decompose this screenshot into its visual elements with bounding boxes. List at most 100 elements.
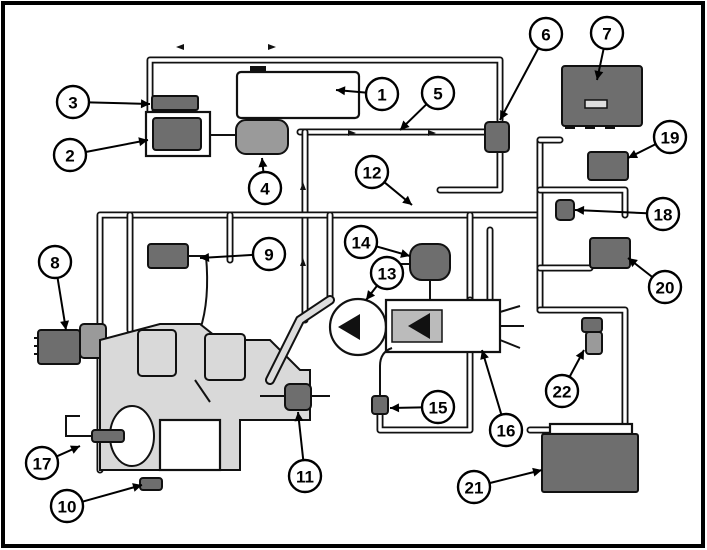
air-temperature-sensor	[371, 395, 389, 415]
callout-arrowhead	[480, 350, 489, 360]
callout-number: 5	[433, 85, 442, 104]
callout-circle	[52, 137, 88, 173]
control-module-19	[587, 151, 629, 181]
callout-20: 20	[627, 257, 683, 305]
callout-circle	[287, 458, 323, 494]
callout-number: 21	[465, 479, 484, 498]
fuel-pump-relay	[151, 95, 199, 111]
callout-15: 15	[389, 389, 456, 425]
callout-arrowhead	[402, 195, 412, 205]
callout-4: 4	[247, 157, 283, 206]
callout-14: 14	[343, 224, 411, 260]
callout-arrowhead	[628, 149, 639, 158]
callout-arrowhead	[390, 403, 400, 413]
callout-circle	[369, 255, 405, 291]
fuel-lines	[146, 56, 504, 324]
callout-number: 12	[363, 164, 382, 183]
callout-circle	[645, 196, 681, 232]
callout-arrowhead	[132, 483, 142, 492]
fuel-tank-cap	[250, 66, 266, 72]
callout-leader-line	[499, 47, 540, 121]
callout-circle	[544, 373, 580, 409]
callout-21: 21	[456, 467, 543, 505]
callout-circle	[456, 469, 492, 505]
callout-arrowhead	[400, 249, 410, 258]
callout-circle	[652, 119, 688, 155]
callout-number: 4	[260, 180, 270, 199]
callout-11: 11	[287, 411, 323, 494]
callout-12: 12	[354, 154, 413, 206]
callout-arrowhead	[532, 467, 542, 477]
callout-arrowhead	[60, 320, 70, 330]
callout-arrowhead	[594, 70, 604, 80]
fuel-pump	[152, 117, 202, 151]
callout-circle	[251, 236, 287, 272]
callout-leader-line	[88, 101, 151, 105]
callout-circle	[488, 412, 524, 448]
fuel-filter	[235, 119, 289, 155]
idle-air-valve	[284, 383, 312, 411]
callout-circle	[55, 84, 91, 120]
callout-17: 17	[24, 445, 81, 481]
callout-arrowhead	[500, 109, 509, 120]
callout-number: 15	[429, 399, 448, 418]
auxiliary-air-valve	[581, 317, 603, 355]
callout-19: 19	[627, 119, 688, 159]
callout-circle	[24, 445, 60, 481]
callout-2: 2	[52, 137, 149, 173]
battery	[541, 422, 639, 493]
callout-leader-line	[574, 209, 648, 215]
callout-5: 5	[399, 75, 456, 131]
callout-number: 8	[50, 254, 59, 273]
callout-number: 13	[378, 265, 397, 284]
callout-circle	[420, 75, 456, 111]
callout-arrowhead	[294, 412, 304, 422]
callout-leader-line	[489, 469, 543, 485]
distributor	[34, 323, 107, 365]
engine-control-unit	[561, 65, 643, 127]
callout-circle	[589, 15, 625, 51]
callout-leader-line	[85, 139, 149, 153]
control-module-20	[589, 237, 631, 269]
callout-6: 6	[499, 16, 564, 121]
callout-arrowhead	[400, 120, 410, 130]
callout-arrowhead	[628, 258, 638, 268]
callout-22: 22	[544, 349, 585, 409]
callout-circle	[364, 76, 400, 112]
callout-7: 7	[589, 15, 625, 81]
callout-leader-line	[481, 349, 503, 415]
callout-number: 2	[65, 147, 74, 166]
callout-circle	[37, 244, 73, 280]
wiring-harness	[96, 136, 629, 474]
callout-arrowhead	[366, 290, 376, 300]
coolant-temperature-sensor	[91, 429, 125, 443]
callout-number: 3	[68, 94, 77, 113]
callout-circle	[420, 389, 456, 425]
callout-arrowhead	[140, 99, 150, 109]
callout-number: 9	[264, 246, 273, 265]
callout-arrowhead	[575, 350, 584, 361]
callout-number: 22	[553, 383, 572, 402]
callout-number: 6	[541, 26, 550, 45]
callout-number: 16	[497, 422, 516, 441]
callout-arrowhead	[69, 445, 80, 454]
callout-number: 11	[296, 468, 314, 487]
callout-circle	[528, 16, 564, 52]
callout-18: 18	[574, 196, 681, 232]
callout-number: 18	[654, 206, 673, 225]
callout-arrowhead	[138, 137, 148, 147]
callout-arrowhead	[258, 158, 268, 168]
callout-number: 20	[656, 279, 675, 298]
callout-arrowhead	[575, 205, 585, 215]
callout-number: 17	[33, 455, 52, 474]
callout-number: 19	[661, 129, 680, 148]
engine-speed-sensor	[139, 477, 163, 491]
callout-9: 9	[199, 236, 287, 272]
callout-3: 3	[55, 84, 151, 120]
fuel-pressure-regulator	[484, 121, 510, 153]
callout-number: 14	[352, 234, 371, 253]
callout-circle	[354, 154, 390, 190]
